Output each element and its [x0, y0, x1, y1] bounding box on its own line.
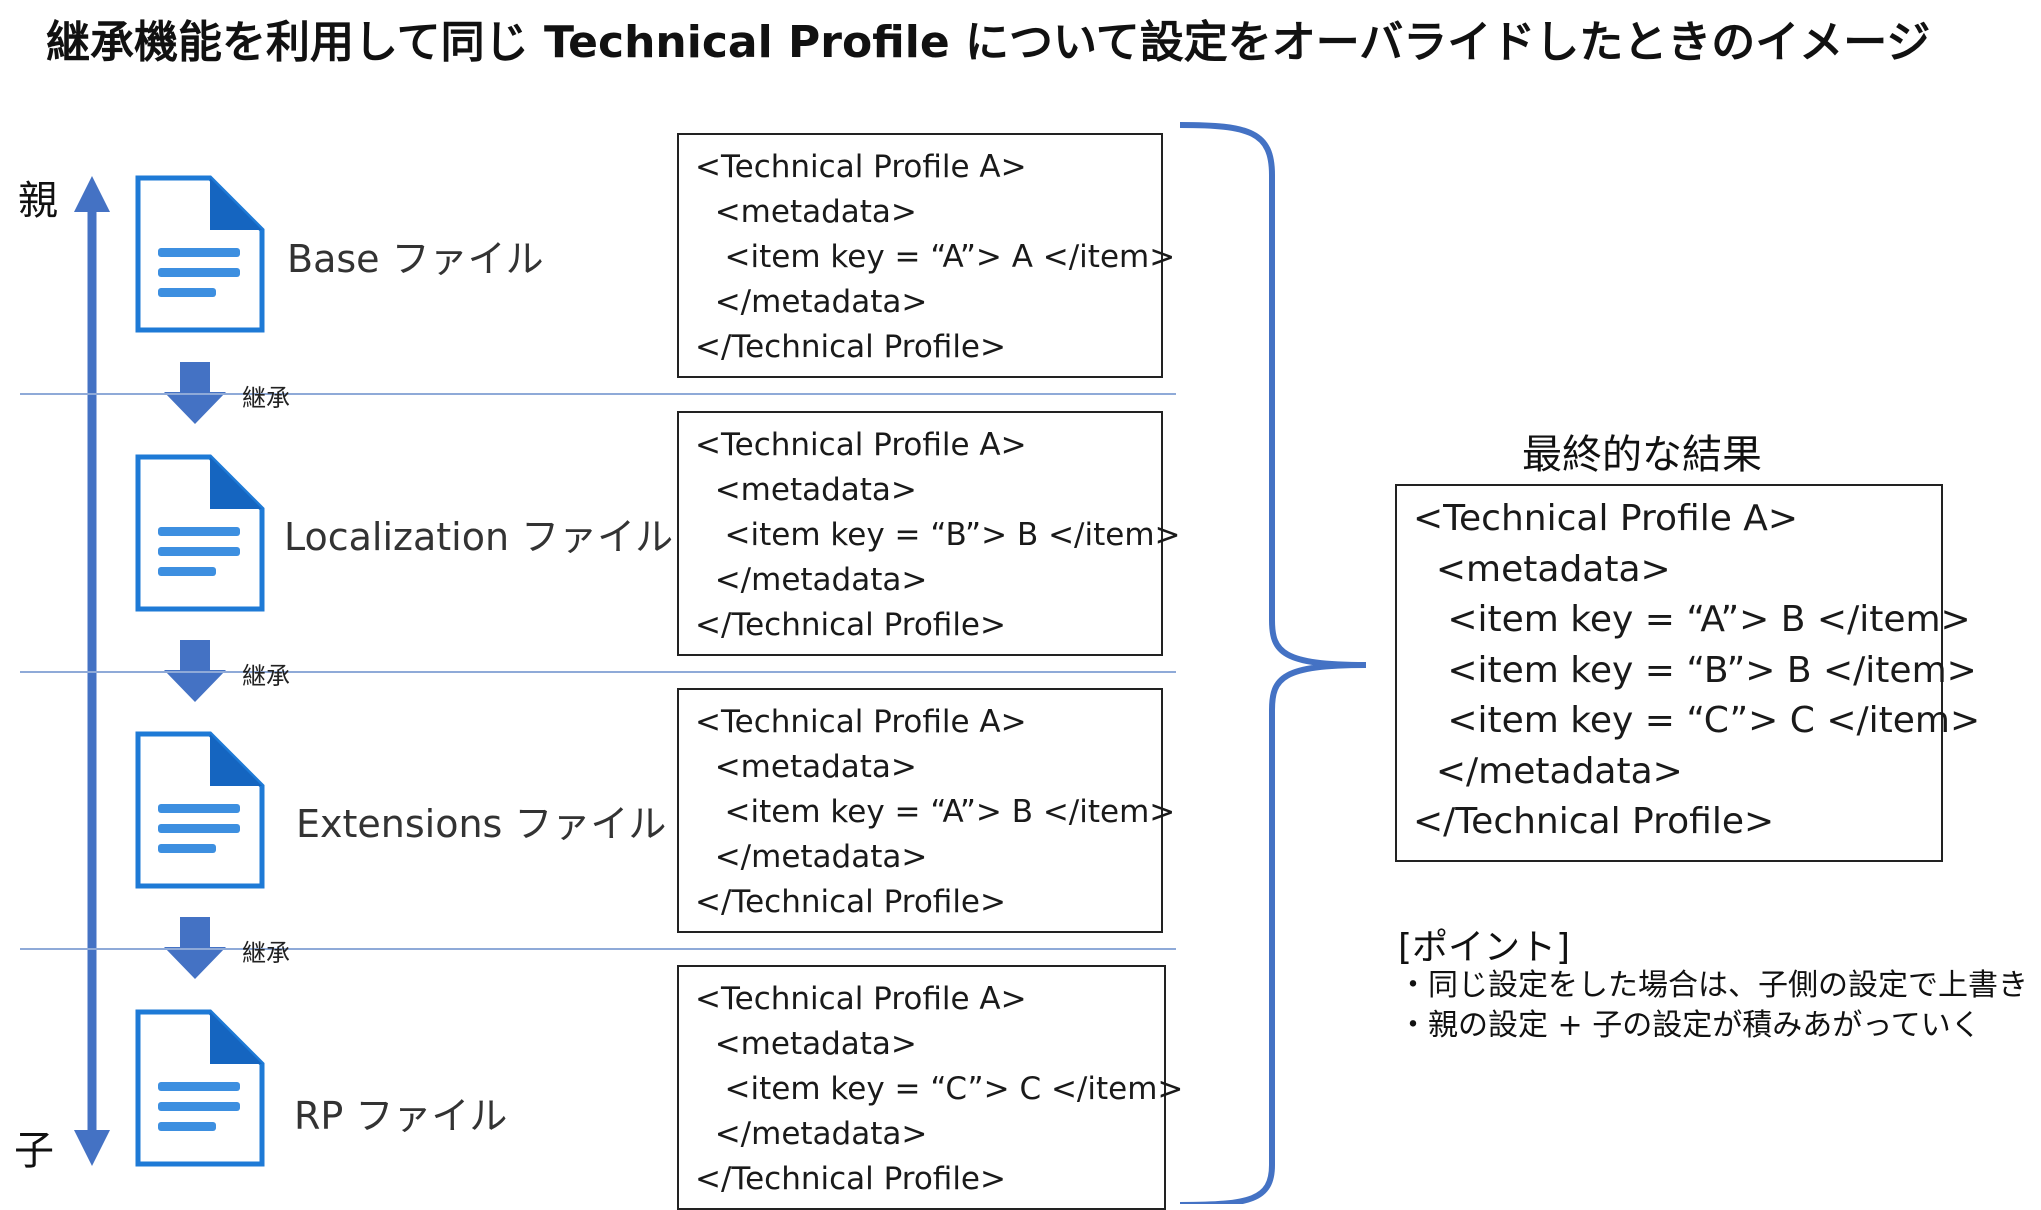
result-code-line: </metadata>	[1413, 750, 1683, 792]
code-line: <item key = “A”> A </item>	[695, 239, 1176, 275]
separator-line	[20, 948, 1176, 950]
code-line: <Technical Profile A>	[695, 427, 1027, 463]
merge-brace	[1179, 122, 1367, 1204]
result-code-line: <metadata>	[1413, 548, 1671, 590]
code-line: </metadata>	[695, 284, 928, 320]
code-line: <metadata>	[695, 472, 917, 508]
parent-child-axis-arrow	[74, 176, 110, 1166]
point-item: ・同じ設定をした場合は、子側の設定で上書き	[1398, 968, 2028, 1003]
document-icon	[135, 175, 265, 333]
code-line: <metadata>	[695, 194, 917, 230]
code-box-rp: <Technical Profile A> <metadata> <item k…	[677, 965, 1184, 1210]
file-label-rp: RP ファイル	[294, 1094, 508, 1138]
separator-line	[20, 393, 1176, 395]
result-title: 最終的な結果	[1522, 432, 1762, 478]
code-line: <metadata>	[695, 749, 917, 785]
document-icon	[135, 731, 265, 889]
document-icon	[135, 1009, 265, 1167]
code-line: </Technical Profile>	[695, 329, 1006, 365]
inherit-label: 継承	[242, 939, 290, 967]
file-label-localization: Localization ファイル	[284, 515, 674, 559]
result-code-box: <Technical Profile A> <metadata> <item k…	[1395, 484, 1981, 862]
code-box-base: <Technical Profile A> <metadata> <item k…	[677, 133, 1176, 378]
parent-label: 親	[18, 178, 58, 224]
inherit-label: 継承	[242, 662, 290, 690]
code-line: <Technical Profile A>	[695, 981, 1027, 1017]
code-line: </metadata>	[695, 839, 928, 875]
result-code-line: <item key = “B”> B </item>	[1413, 649, 1977, 691]
code-line: </Technical Profile>	[695, 607, 1006, 643]
result-code-line: <item key = “C”> C </item>	[1413, 700, 1981, 741]
child-label: 子	[14, 1128, 54, 1174]
code-box-localization: <Technical Profile A> <metadata> <item k…	[677, 411, 1181, 656]
code-line: <item key = “B”> B </item>	[695, 517, 1181, 553]
code-box-extensions: <Technical Profile A> <metadata> <item k…	[677, 688, 1176, 933]
code-line: <Technical Profile A>	[695, 704, 1027, 740]
code-line: </metadata>	[695, 1116, 928, 1152]
diagram-title: 継承機能を利用して同じ Technical Profile について設定をオーバ…	[46, 17, 1931, 68]
code-line: <metadata>	[695, 1026, 917, 1062]
code-line: </metadata>	[695, 562, 928, 598]
result-code-line: </Technical Profile>	[1413, 801, 1775, 842]
result-code-line: <Technical Profile A>	[1413, 498, 1799, 539]
code-line: <Technical Profile A>	[695, 149, 1027, 185]
separator-line	[20, 671, 1176, 673]
inherit-label: 継承	[242, 384, 290, 412]
file-label-extensions: Extensions ファイル	[296, 802, 667, 846]
document-icon	[135, 454, 265, 612]
code-line: </Technical Profile>	[695, 1161, 1006, 1197]
code-line: </Technical Profile>	[695, 884, 1006, 920]
code-line: <item key = “A”> B </item>	[695, 794, 1176, 830]
points-heading: [ポイント]	[1398, 927, 1571, 968]
point-item: ・親の設定 + 子の設定が積みあがっていく	[1398, 1008, 1981, 1043]
file-label-base: Base ファイル	[287, 237, 544, 281]
code-line: <item key = “C”> C </item>	[695, 1071, 1184, 1107]
result-code-line: <item key = “A”> B </item>	[1413, 599, 1971, 640]
